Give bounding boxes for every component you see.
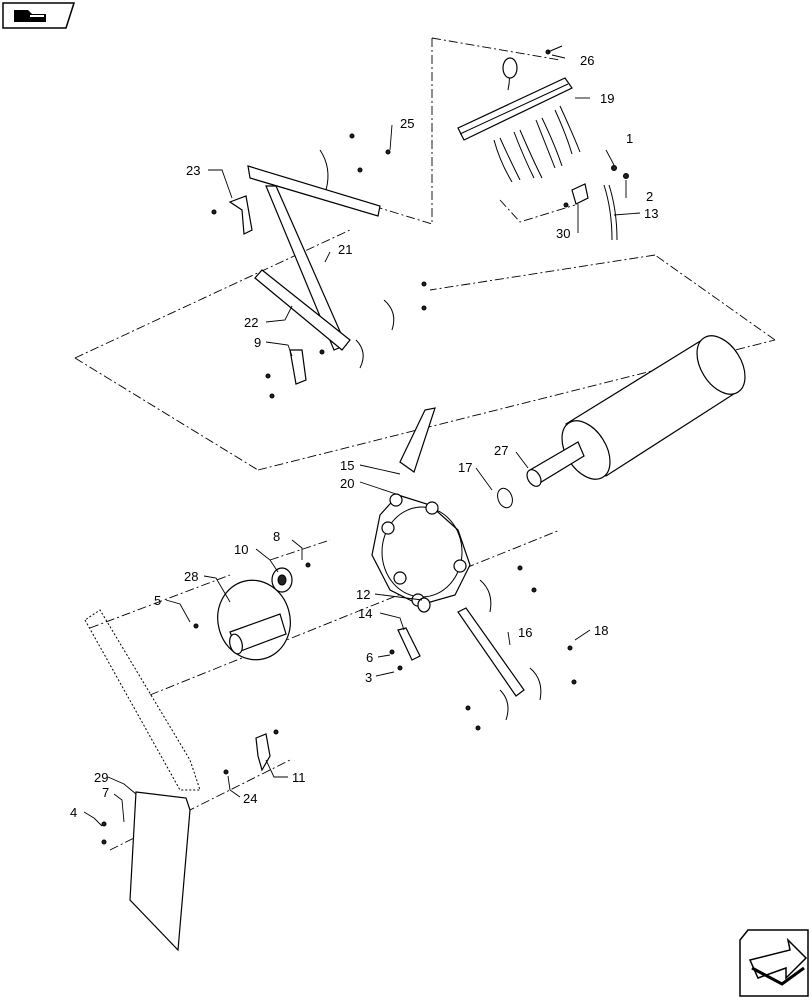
- callout-22: 22: [244, 315, 258, 330]
- callout-23: 23: [186, 163, 200, 178]
- callout-2: 2: [646, 189, 653, 204]
- part-side-panel: [84, 609, 201, 952]
- part-link-bushing: [389, 597, 431, 671]
- callout-4: 4: [70, 805, 77, 820]
- part-small-tine: [545, 45, 629, 241]
- callout-21: 21: [338, 242, 352, 257]
- leader-lines: [83, 54, 641, 827]
- callout-3: 3: [365, 670, 372, 685]
- callout-1: 1: [626, 131, 633, 146]
- callout-28: 28: [184, 569, 198, 584]
- book-arrow-icon: [14, 10, 46, 22]
- part-hub-disc: [193, 562, 311, 661]
- bottom-nav-button[interactable]: [739, 929, 809, 997]
- callout-19: 19: [600, 91, 614, 106]
- part-flange-plate: [371, 407, 471, 607]
- callout-13: 13: [644, 206, 658, 221]
- callout-27: 27: [494, 443, 508, 458]
- callout-8: 8: [273, 529, 280, 544]
- callout-11: 11: [292, 770, 306, 785]
- assembly-boundaries: [74, 37, 776, 851]
- part-lower-arm: [457, 565, 577, 731]
- callout-30: 30: [556, 226, 570, 241]
- callout-24: 24: [243, 791, 257, 806]
- callout-15: 15: [340, 458, 354, 473]
- callout-6: 6: [366, 650, 373, 665]
- callout-9: 9: [254, 335, 261, 350]
- callout-14: 14: [358, 606, 372, 621]
- callout-20: 20: [340, 476, 354, 491]
- callout-7: 7: [102, 785, 109, 800]
- callout-12: 12: [356, 587, 370, 602]
- part-roller-drum: [526, 335, 746, 487]
- callout-29: 29: [94, 770, 108, 785]
- part-snap-ring: [497, 487, 513, 509]
- callout-10: 10: [234, 542, 248, 557]
- callout-17: 17: [458, 460, 472, 475]
- part-tine-bar: [457, 57, 581, 183]
- callout-26: 26: [580, 53, 594, 68]
- callout-labels: 1 2 3 4 5 6 7 8 9 10 11 12 13 14 15 16 1…: [70, 53, 658, 820]
- callout-25: 25: [400, 116, 414, 131]
- next-page-arrow-icon: [748, 937, 808, 986]
- part-frame-arms: [211, 133, 427, 399]
- callout-18: 18: [594, 623, 608, 638]
- callout-16: 16: [518, 625, 532, 640]
- callout-5: 5: [154, 593, 161, 608]
- top-nav-button[interactable]: [2, 2, 76, 29]
